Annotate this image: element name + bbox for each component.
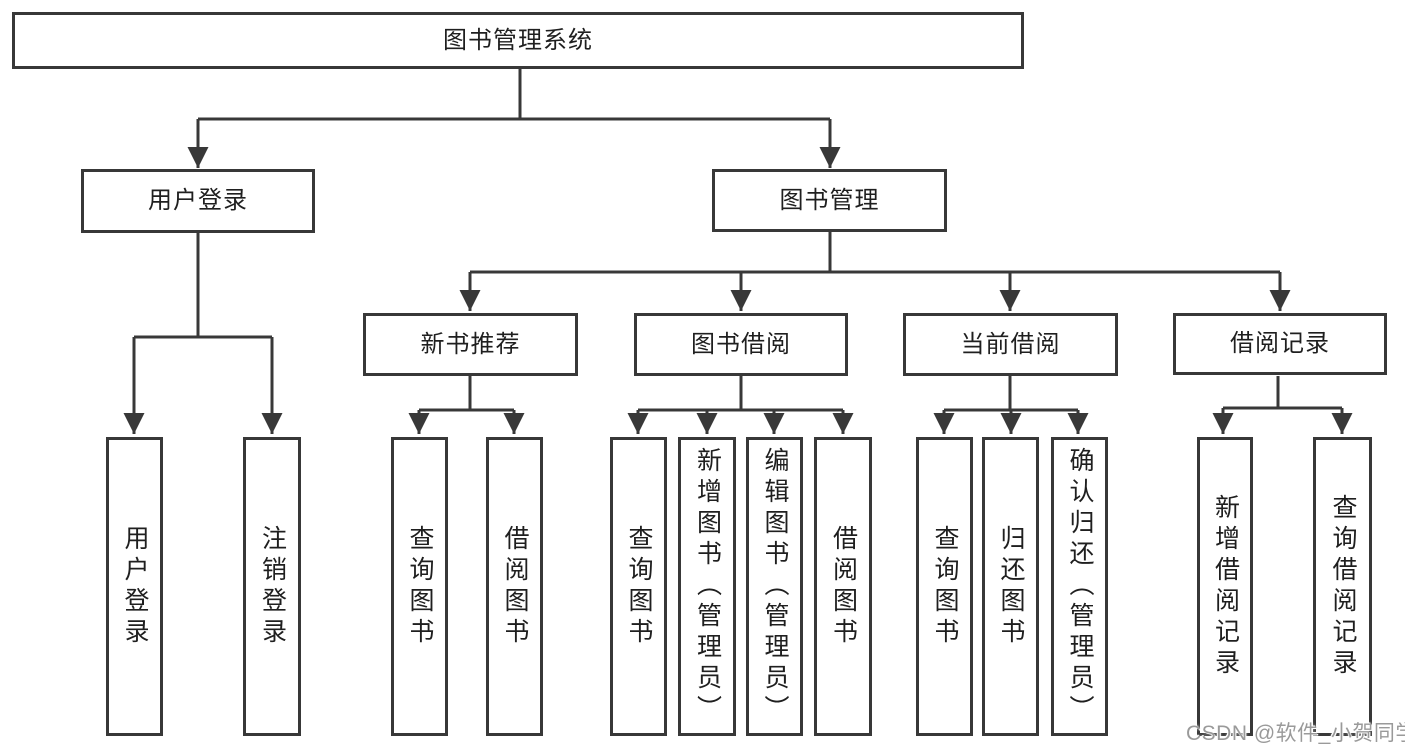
leaf-recommend-query-books: 查询图书: [391, 437, 448, 736]
node-user-login: 用户登录: [81, 169, 315, 233]
leaf-records-query-record: 查询借阅记录: [1313, 437, 1372, 736]
leaf-records-add-record: 新增借阅记录: [1197, 437, 1253, 736]
node-book-management: 图书管理: [712, 169, 947, 232]
node-book-borrowing: 图书借阅: [634, 313, 848, 376]
leaf-borrow-query-books: 查询图书: [610, 437, 667, 736]
leaf-borrow-add-books-admin-label: 新增图书（管理员）: [693, 447, 722, 726]
node-library-system-label: 图书管理系统: [443, 26, 593, 54]
node-new-book-recommendation: 新书推荐: [363, 313, 578, 376]
leaf-recommend-borrow-books: 借阅图书: [486, 437, 543, 736]
node-book-management-label: 图书管理: [779, 186, 880, 214]
node-new-book-recommendation-label: 新书推荐: [420, 330, 521, 358]
leaf-recommend-borrow-books-label: 借阅图书: [501, 524, 529, 649]
leaf-current-confirm-return-admin: 确认归还（管理员）: [1051, 437, 1108, 736]
leaf-borrow-query-books-label: 查询图书: [625, 524, 653, 649]
node-current-borrowing-label: 当前借阅: [960, 330, 1061, 358]
node-borrowing-records-label: 借阅记录: [1230, 330, 1330, 357]
leaf-current-query-books-label: 查询图书: [931, 524, 959, 649]
leaf-current-confirm-return-admin-label: 确认归还（管理员）: [1066, 447, 1094, 726]
leaf-user-login-label: 用户登录: [121, 524, 149, 649]
node-user-login-label: 用户登录: [148, 187, 248, 214]
leaf-current-return-books-label: 归还图书: [997, 524, 1025, 649]
leaf-borrow-edit-books-admin-label: 编辑图书（管理员）: [761, 447, 789, 726]
leaf-borrow-edit-books-admin: 编辑图书（管理员）: [746, 437, 803, 736]
node-library-system: 图书管理系统: [12, 12, 1024, 69]
leaf-current-return-books: 归还图书: [982, 437, 1039, 736]
leaf-borrow-add-books-admin: 新增图书（管理员）: [678, 437, 736, 736]
node-current-borrowing: 当前借阅: [903, 313, 1118, 376]
leaf-records-add-record-label: 新增借阅记录: [1211, 493, 1240, 680]
leaf-borrow-borrow-books-label: 借阅图书: [829, 524, 858, 649]
leaf-logout-label: 注销登录: [258, 524, 287, 649]
csdn-watermark: CSDN @软件_小贺同学: [1186, 722, 1405, 745]
node-book-borrowing-label: 图书借阅: [691, 330, 791, 358]
leaf-records-query-record-label: 查询借阅记录: [1329, 493, 1357, 680]
node-borrowing-records: 借阅记录: [1173, 313, 1387, 375]
leaf-recommend-query-books-label: 查询图书: [406, 524, 434, 649]
leaf-user-login: 用户登录: [106, 437, 163, 736]
leaf-borrow-borrow-books: 借阅图书: [814, 437, 872, 736]
leaf-logout: 注销登录: [243, 437, 301, 736]
leaf-current-query-books: 查询图书: [916, 437, 973, 736]
